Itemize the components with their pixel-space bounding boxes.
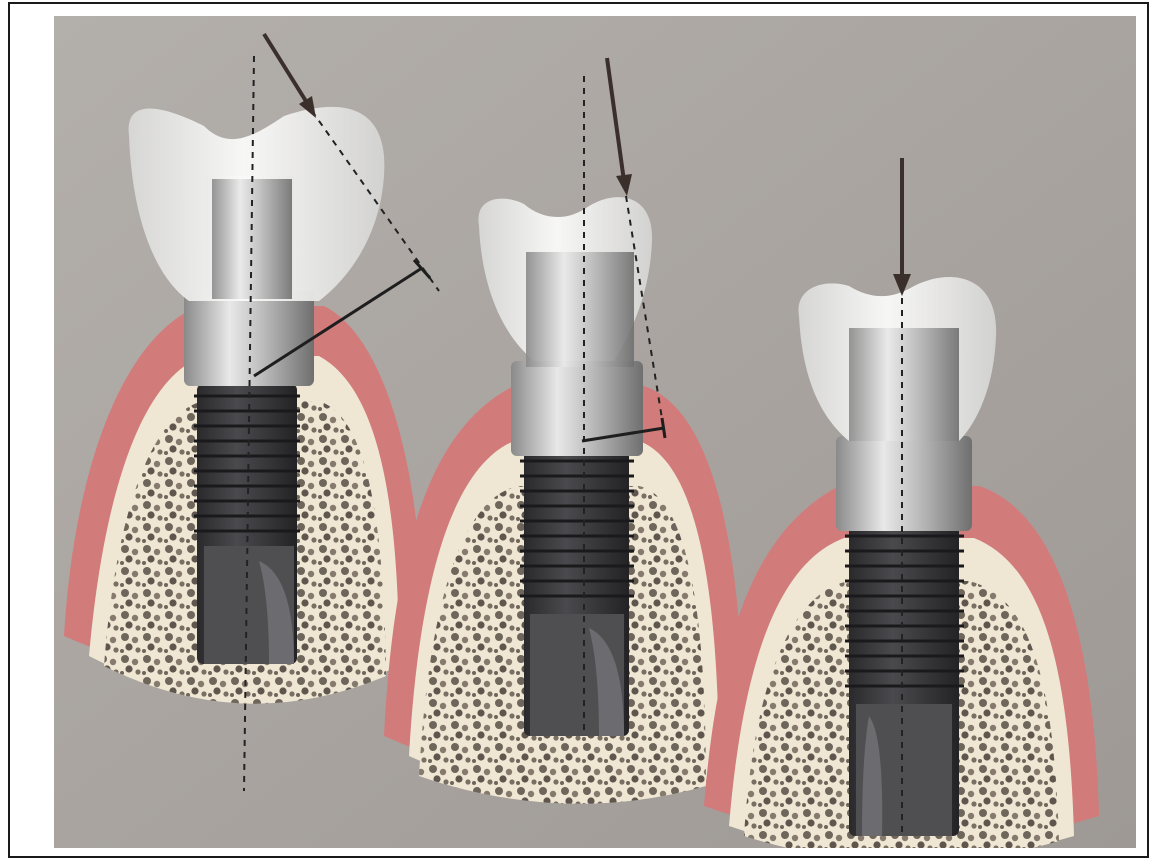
abutment-post-middle <box>526 252 634 367</box>
abutment-post-right <box>849 328 959 441</box>
abutment-collar-middle <box>511 361 643 456</box>
abutment-collar-right <box>836 436 972 531</box>
dental-implant-load-diagram <box>54 16 1136 848</box>
figure-frame <box>8 2 1149 858</box>
